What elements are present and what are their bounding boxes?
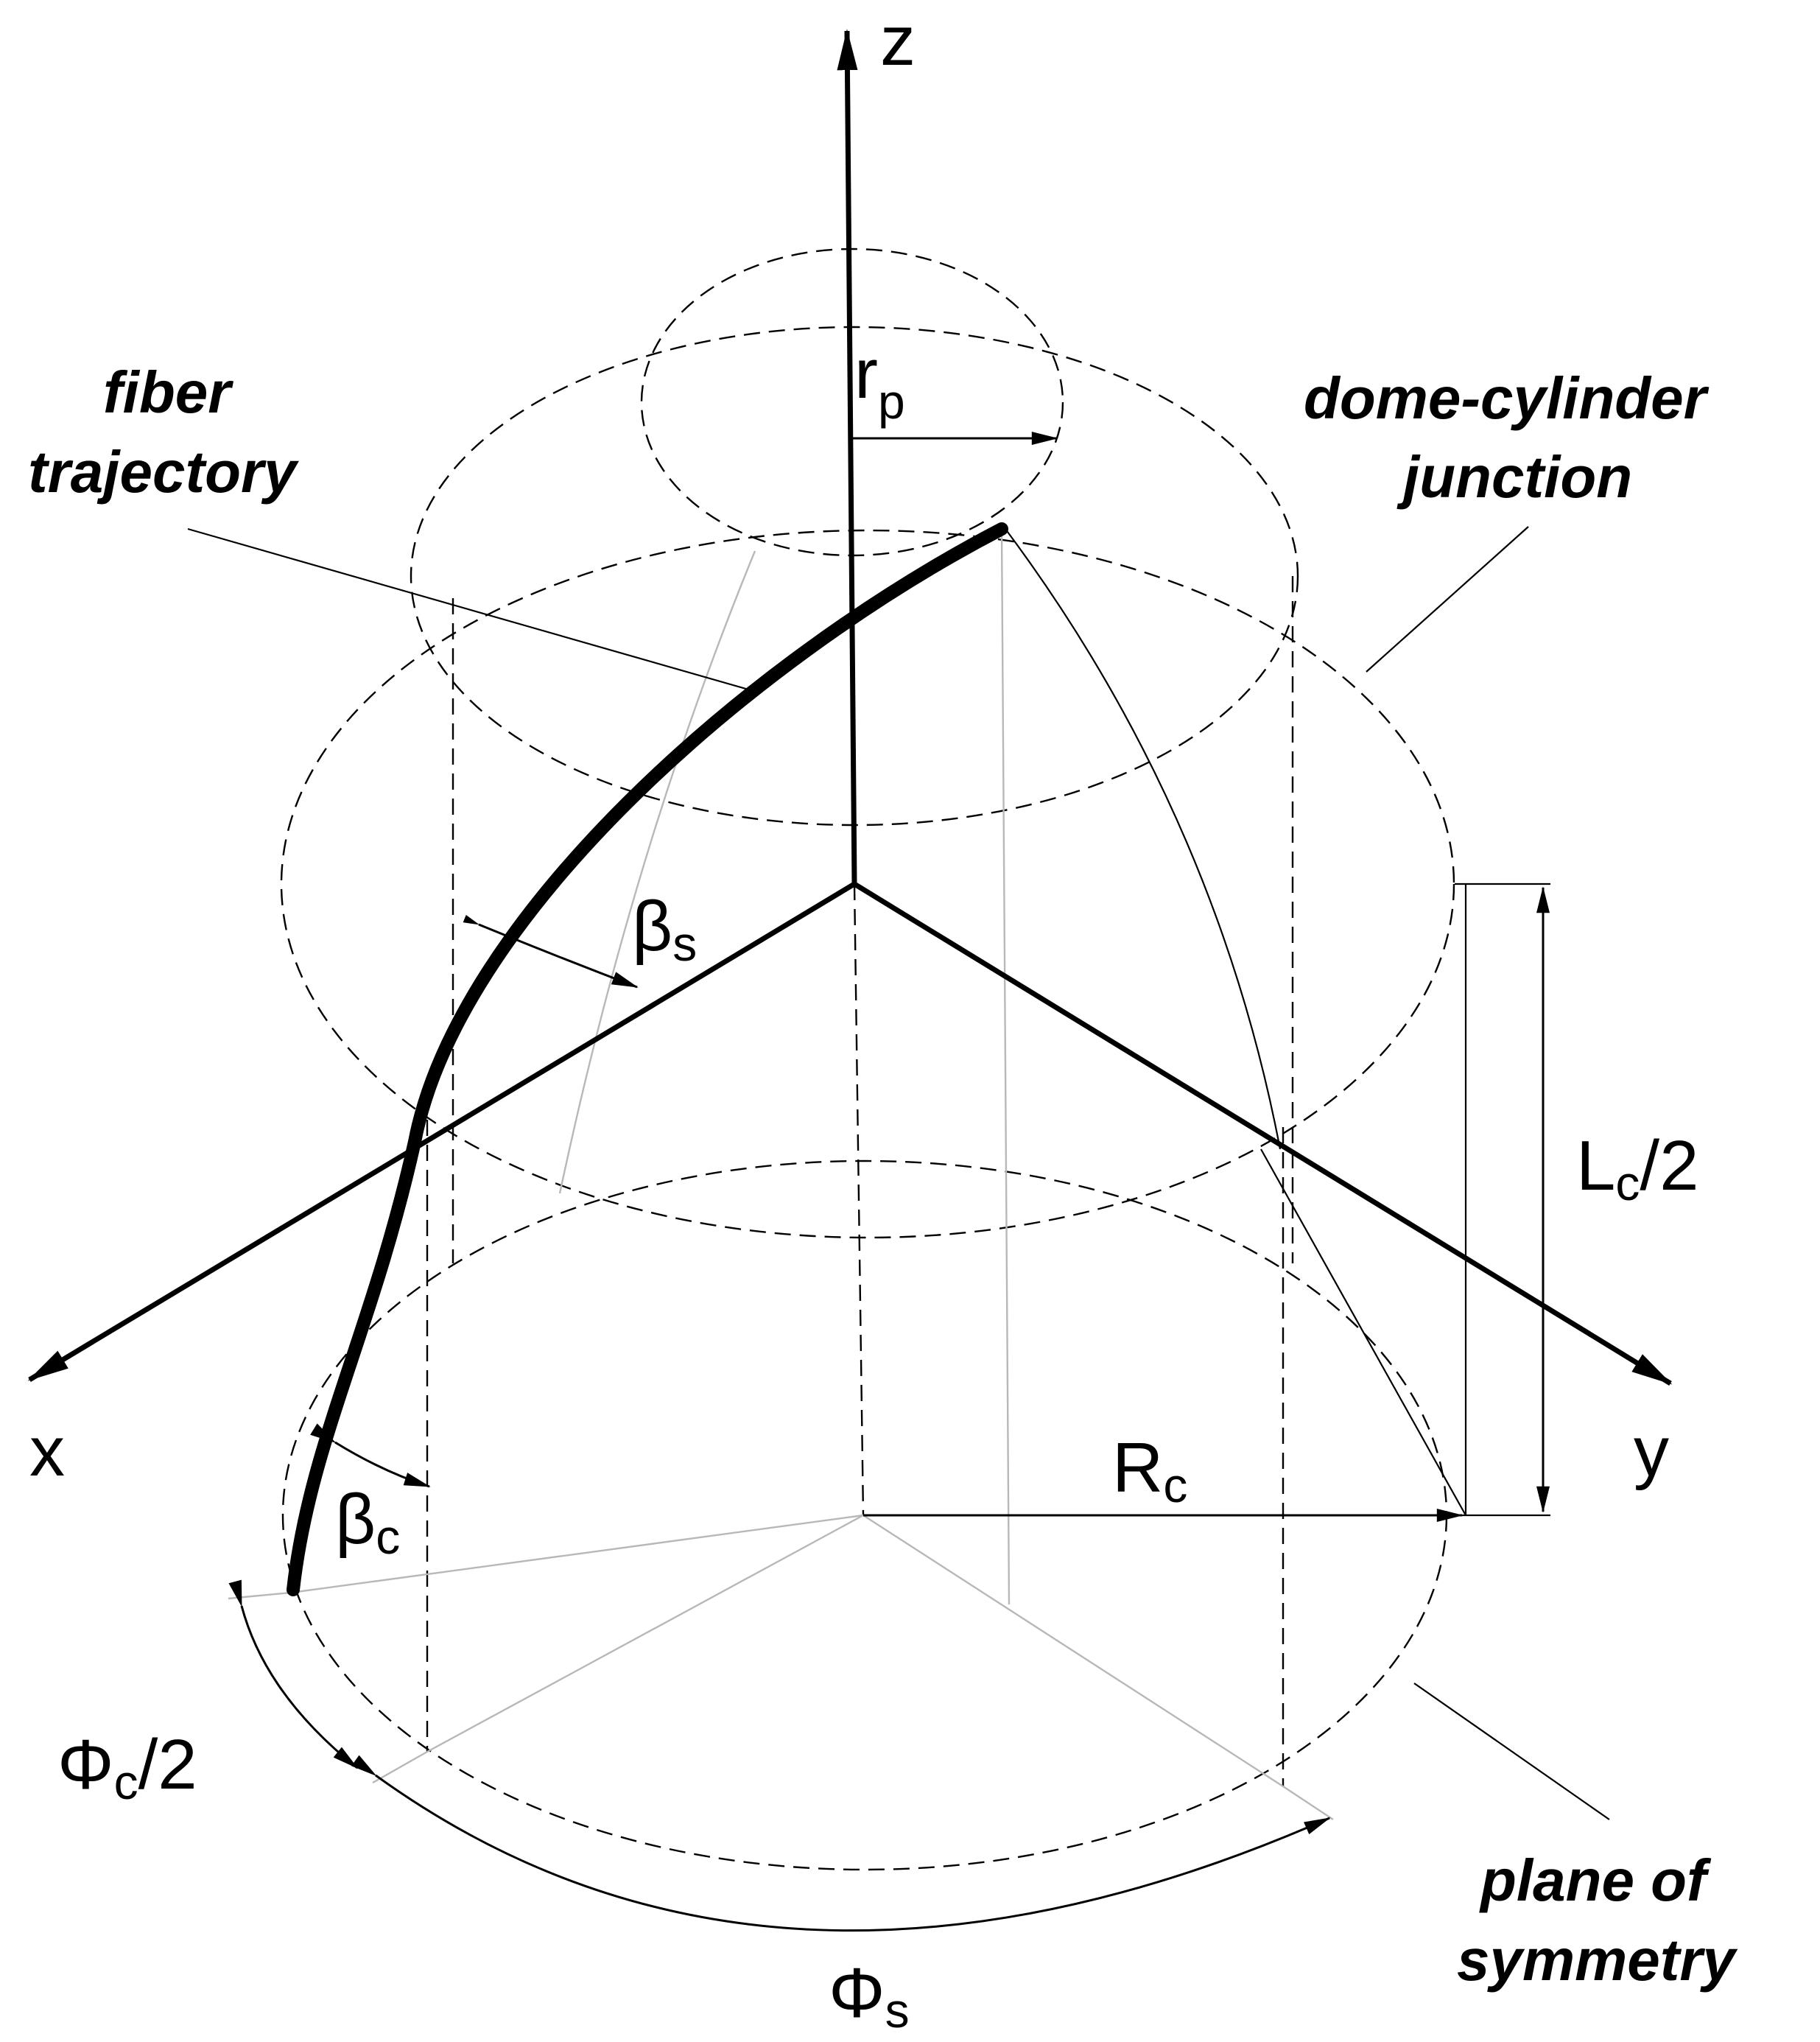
fiber-trajectory-curve [287,522,1008,1596]
dome-cylinder-junction-annotation-line2: junction [1396,444,1632,510]
dome-cylinder-junction-annotation-line1: dome-cylinder [1304,365,1710,431]
x-axis [27,881,856,1383]
beta-s-label: βs [632,887,697,971]
grey-tick-phi-s [1282,1785,1334,1821]
fiber-trajectory-annotation-line1: fiber [103,359,233,425]
generator-line-center [853,883,865,1516]
beta-c-angle-arc [310,1423,431,1488]
r-p-label: rp [854,334,905,429]
z-axis-label: z [880,1,916,80]
phi-c-half-label: Φc/2 [57,1725,197,1809]
y-axis-label: y [1634,1412,1669,1491]
y-axis [853,882,1673,1386]
x-axis-label: x [29,1412,65,1491]
grey-radius-to-fiber-end [290,1514,864,1594]
r-c-label: Rc [1112,1428,1187,1512]
grey-tick-start [228,1591,292,1600]
z-axis [837,29,858,885]
phi-c-half-arc [228,1579,359,1769]
dome-cylinder-junction-ellipse [280,529,1455,1239]
phi-s-arc [351,1755,1331,1932]
junction-leader-line [1366,526,1529,673]
grey-radius-right [862,1514,1284,1788]
grey-radius-left [426,1514,864,1753]
grey-meridian-right [1000,530,1011,1605]
right-junction-to-plane-line [1260,1148,1466,1516]
phi-s-label: Φs [829,1954,910,2038]
plane-of-symmetry-annotation-line1: plane of [1479,1848,1712,1913]
fiber-trajectory-annotation-line2: trajectory [28,439,299,505]
l-c-half-label: Lc/2 [1576,1126,1698,1210]
beta-s-angle-arc [463,914,639,989]
symmetry-leader-line [1413,1683,1610,1820]
beta-c-label: βc [335,1480,400,1564]
plane-of-symmetry-annotation-line2: symmetry [1457,1927,1738,1993]
right-meridian-curve [1005,528,1282,1150]
fiber-leader-line [187,527,759,694]
grey-meridian-left [558,550,756,1194]
